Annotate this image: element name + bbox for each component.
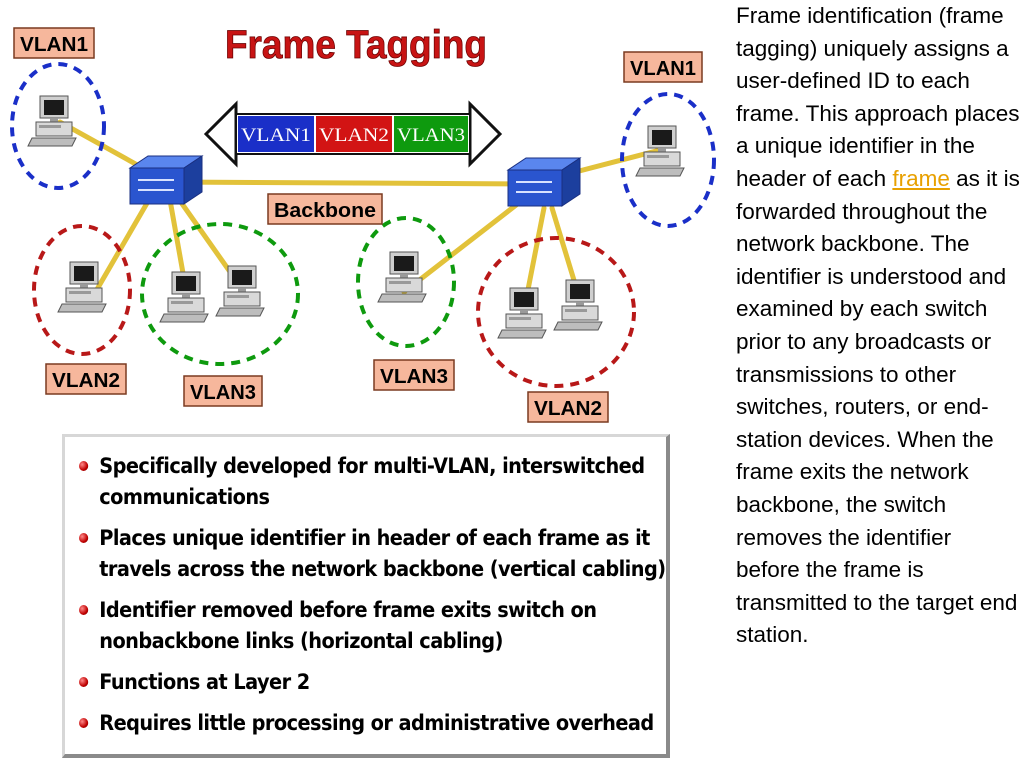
cables (57, 119, 663, 313)
pc-icon (497, 287, 547, 339)
bullet-text: Identifier removed before frame exits sw… (99, 598, 597, 653)
pc-icon (215, 265, 265, 317)
vlan1-left-circle (10, 62, 106, 190)
cable-right-vlan3 (401, 199, 523, 295)
tag-vlan1-right-text: VLAN1 (630, 58, 696, 80)
tag-vlan1-left-text: VLAN1 (20, 34, 88, 56)
frame-tagging-diagram: Frame Tagging VLAN1 VLAN2 VLAN3 VLAN1 VL… (10, 23, 716, 423)
description-part-2: as it is forwarded throughout the networ… (736, 165, 1020, 648)
vlan3-right-circle (356, 216, 456, 348)
tag-vlan1-right: VLAN1 (623, 51, 703, 83)
tag-vlan2-left: VLAN2 (45, 363, 127, 395)
pc-icon (553, 279, 603, 331)
tag-vlan3-right-text: VLAN3 (380, 366, 448, 388)
tag-vlan3-left-text: VLAN3 (190, 382, 256, 404)
bullet-item: Requires little processing or administra… (79, 708, 688, 739)
diagram-title: Frame Tagging (225, 23, 487, 67)
tag-vlan1-left: VLAN1 (13, 27, 95, 59)
bullet-dot-icon (79, 605, 89, 615)
bullet-dot-icon (79, 677, 89, 687)
bullet-dot-icon (79, 461, 89, 471)
bullet-text: Places unique identifier in header of ea… (99, 526, 666, 581)
frame-vlan3-label: VLAN3 (397, 125, 465, 146)
cable-left-vlan1 (57, 119, 153, 175)
tag-vlan3-right: VLAN3 (373, 359, 455, 391)
frame-vlan3-segment (394, 116, 468, 152)
frame-vlan1-segment (238, 116, 314, 152)
tag-vlan3-left: VLAN3 (183, 375, 263, 407)
switch-left-icon (129, 155, 203, 205)
frame-vlan2-label: VLAN2 (319, 125, 389, 146)
tag-vlan2-right-text: VLAN2 (534, 398, 602, 420)
bullet-item: Specifically developed for multi-VLAN, i… (79, 451, 688, 513)
frame-link[interactable]: frame (892, 165, 950, 191)
description-part-1: Frame identification (frame tagging) uni… (736, 3, 1020, 191)
cable-left-vlan2 (89, 195, 153, 301)
frame-arrow: VLAN1 VLAN2 VLAN3 (203, 100, 503, 168)
frame-vlan1-label: VLAN1 (241, 125, 311, 146)
vlan3-left-circle (140, 222, 300, 366)
pc-icon (159, 271, 209, 323)
tag-backbone: Backbone (267, 193, 383, 225)
bullet-item: Places unique identifier in header of ea… (79, 523, 688, 585)
bullet-text: Specifically developed for multi-VLAN, i… (99, 454, 645, 509)
description-text: Frame identification (frame tagging) uni… (736, 0, 1020, 652)
vlan1-right-circle (620, 92, 716, 228)
switch-right-icon (507, 157, 581, 207)
tag-backbone-text: Backbone (274, 200, 376, 222)
pc-icon (377, 251, 427, 303)
bullet-list: Specifically developed for multi-VLAN, i… (65, 437, 666, 739)
bullet-text: Requires little processing or administra… (99, 711, 654, 735)
pc-icon (635, 125, 685, 177)
vlan2-left-circle (32, 224, 132, 356)
bullet-box: Specifically developed for multi-VLAN, i… (62, 434, 670, 758)
bullet-item: Functions at Layer 2 (79, 667, 688, 698)
bullet-dot-icon (79, 718, 89, 728)
tag-vlan2-left-text: VLAN2 (52, 370, 120, 392)
bullet-dot-icon (79, 533, 89, 543)
backbone-cable (165, 179, 543, 187)
bullet-item: Identifier removed before frame exits sw… (79, 595, 688, 657)
pc-icon (27, 95, 77, 147)
frame-vlan2-segment (316, 116, 392, 152)
vlan2-right-circle (476, 236, 636, 388)
bullet-text: Functions at Layer 2 (99, 670, 310, 694)
tag-vlan2-right: VLAN2 (527, 391, 609, 423)
